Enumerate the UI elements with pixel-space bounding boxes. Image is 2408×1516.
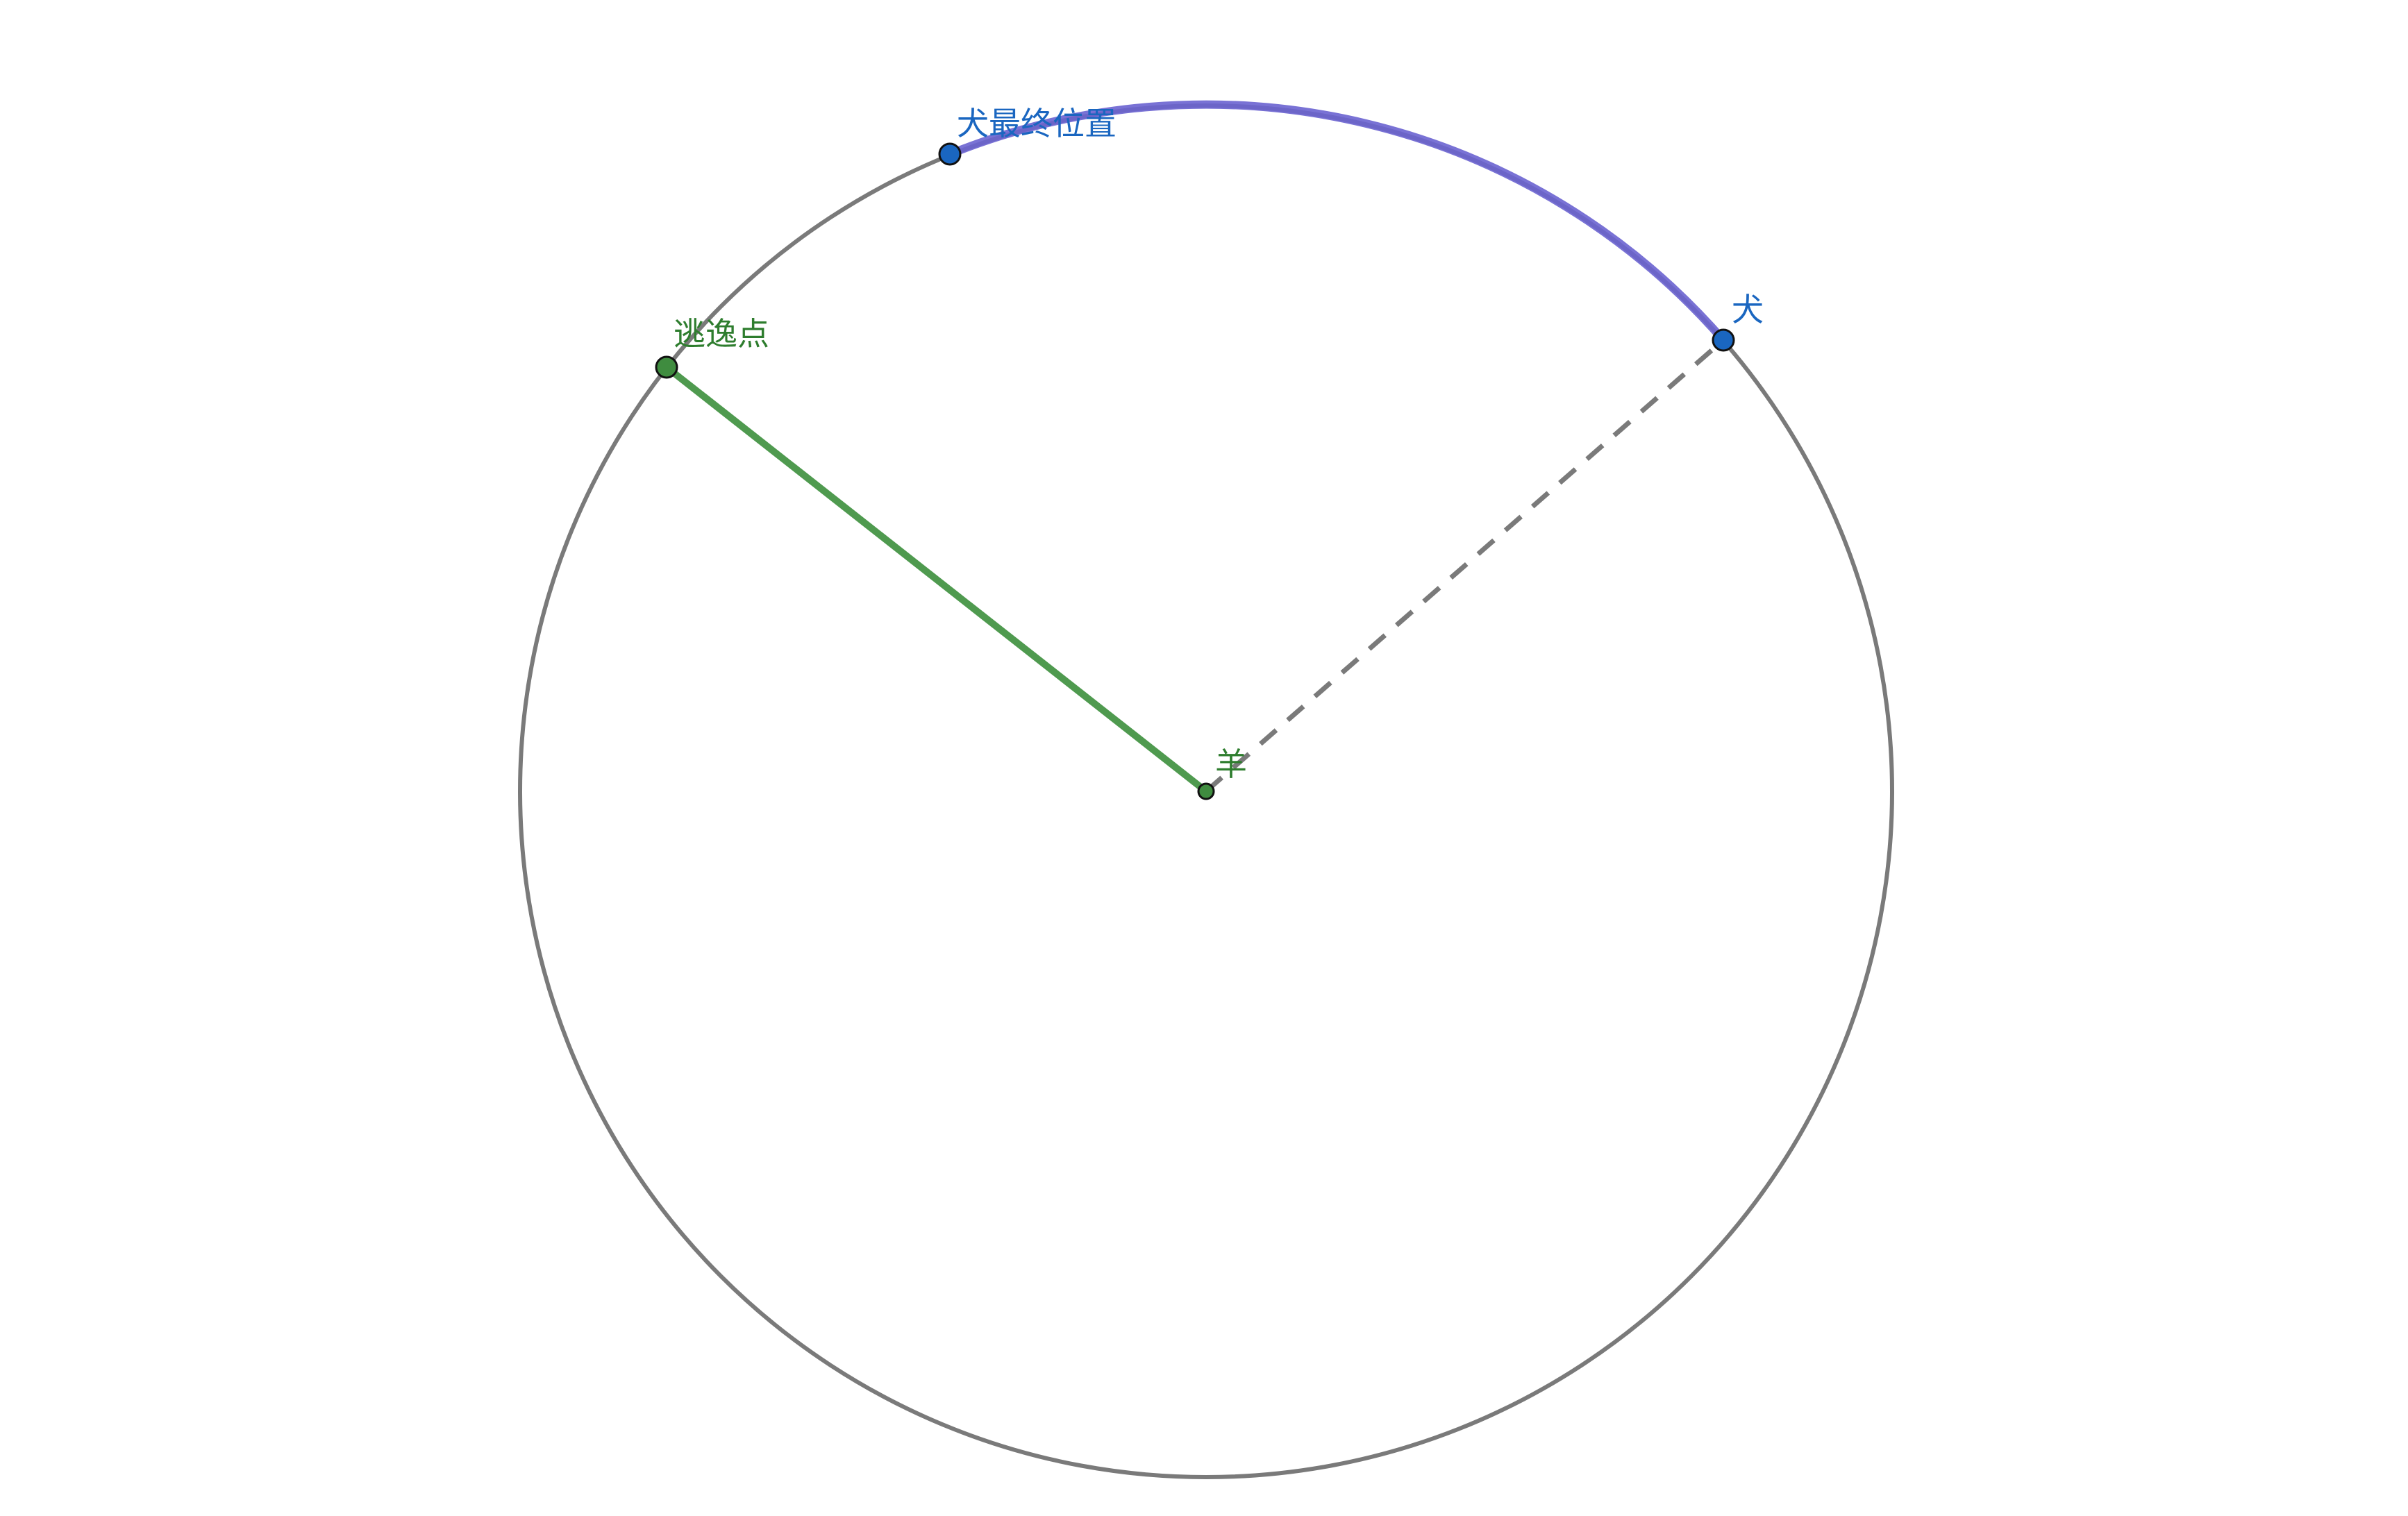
sheep-dog-dashed-line [1204,338,1725,793]
sheep-label: 羊 [1215,746,1247,783]
dog-label: 犬 [1732,291,1764,328]
dog-path-arc [946,100,1728,344]
escape-point[interactable] [655,355,678,379]
sheep-point[interactable] [1197,782,1215,800]
dog-final-label: 犬最终位置 [957,105,1117,142]
escape-segment [663,364,1210,795]
escape-label: 逃逸点 [674,315,769,353]
dog-final-point[interactable] [938,142,962,166]
dog-point[interactable] [1712,328,1735,352]
